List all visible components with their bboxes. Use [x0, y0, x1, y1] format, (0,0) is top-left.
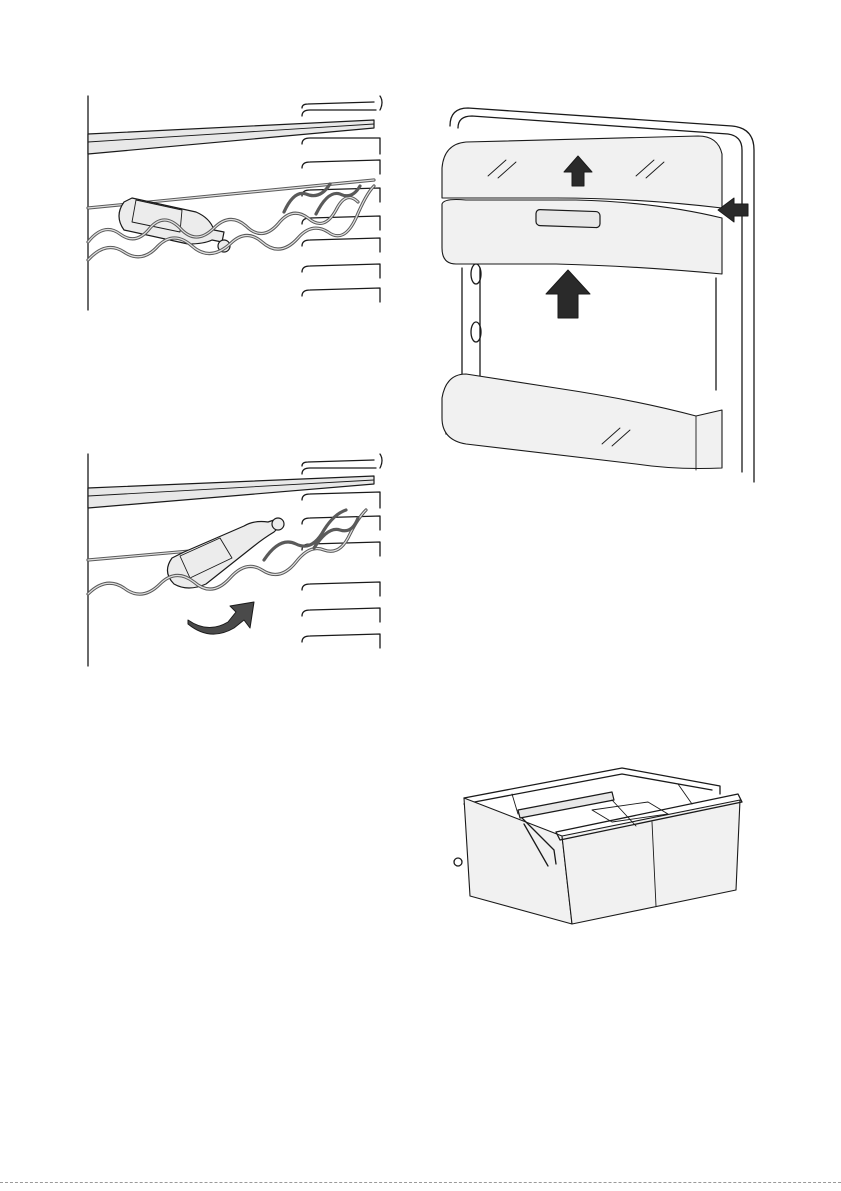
curved-arrow-icon — [188, 602, 254, 634]
figure-door-balcony — [436, 98, 756, 486]
page-bottom-rule — [0, 1182, 841, 1183]
door-balcony-illustration — [436, 98, 756, 486]
crisper-drawer-illustration — [452, 764, 746, 932]
wine-rack-flat-illustration — [84, 94, 386, 312]
figure-wine-rack-flat — [84, 94, 386, 312]
figure-crisper-drawer — [452, 764, 746, 932]
figure-wine-rack-tilted — [84, 452, 386, 668]
arrow-up-icon — [546, 270, 590, 318]
wine-rack-tilted-illustration — [84, 452, 386, 668]
